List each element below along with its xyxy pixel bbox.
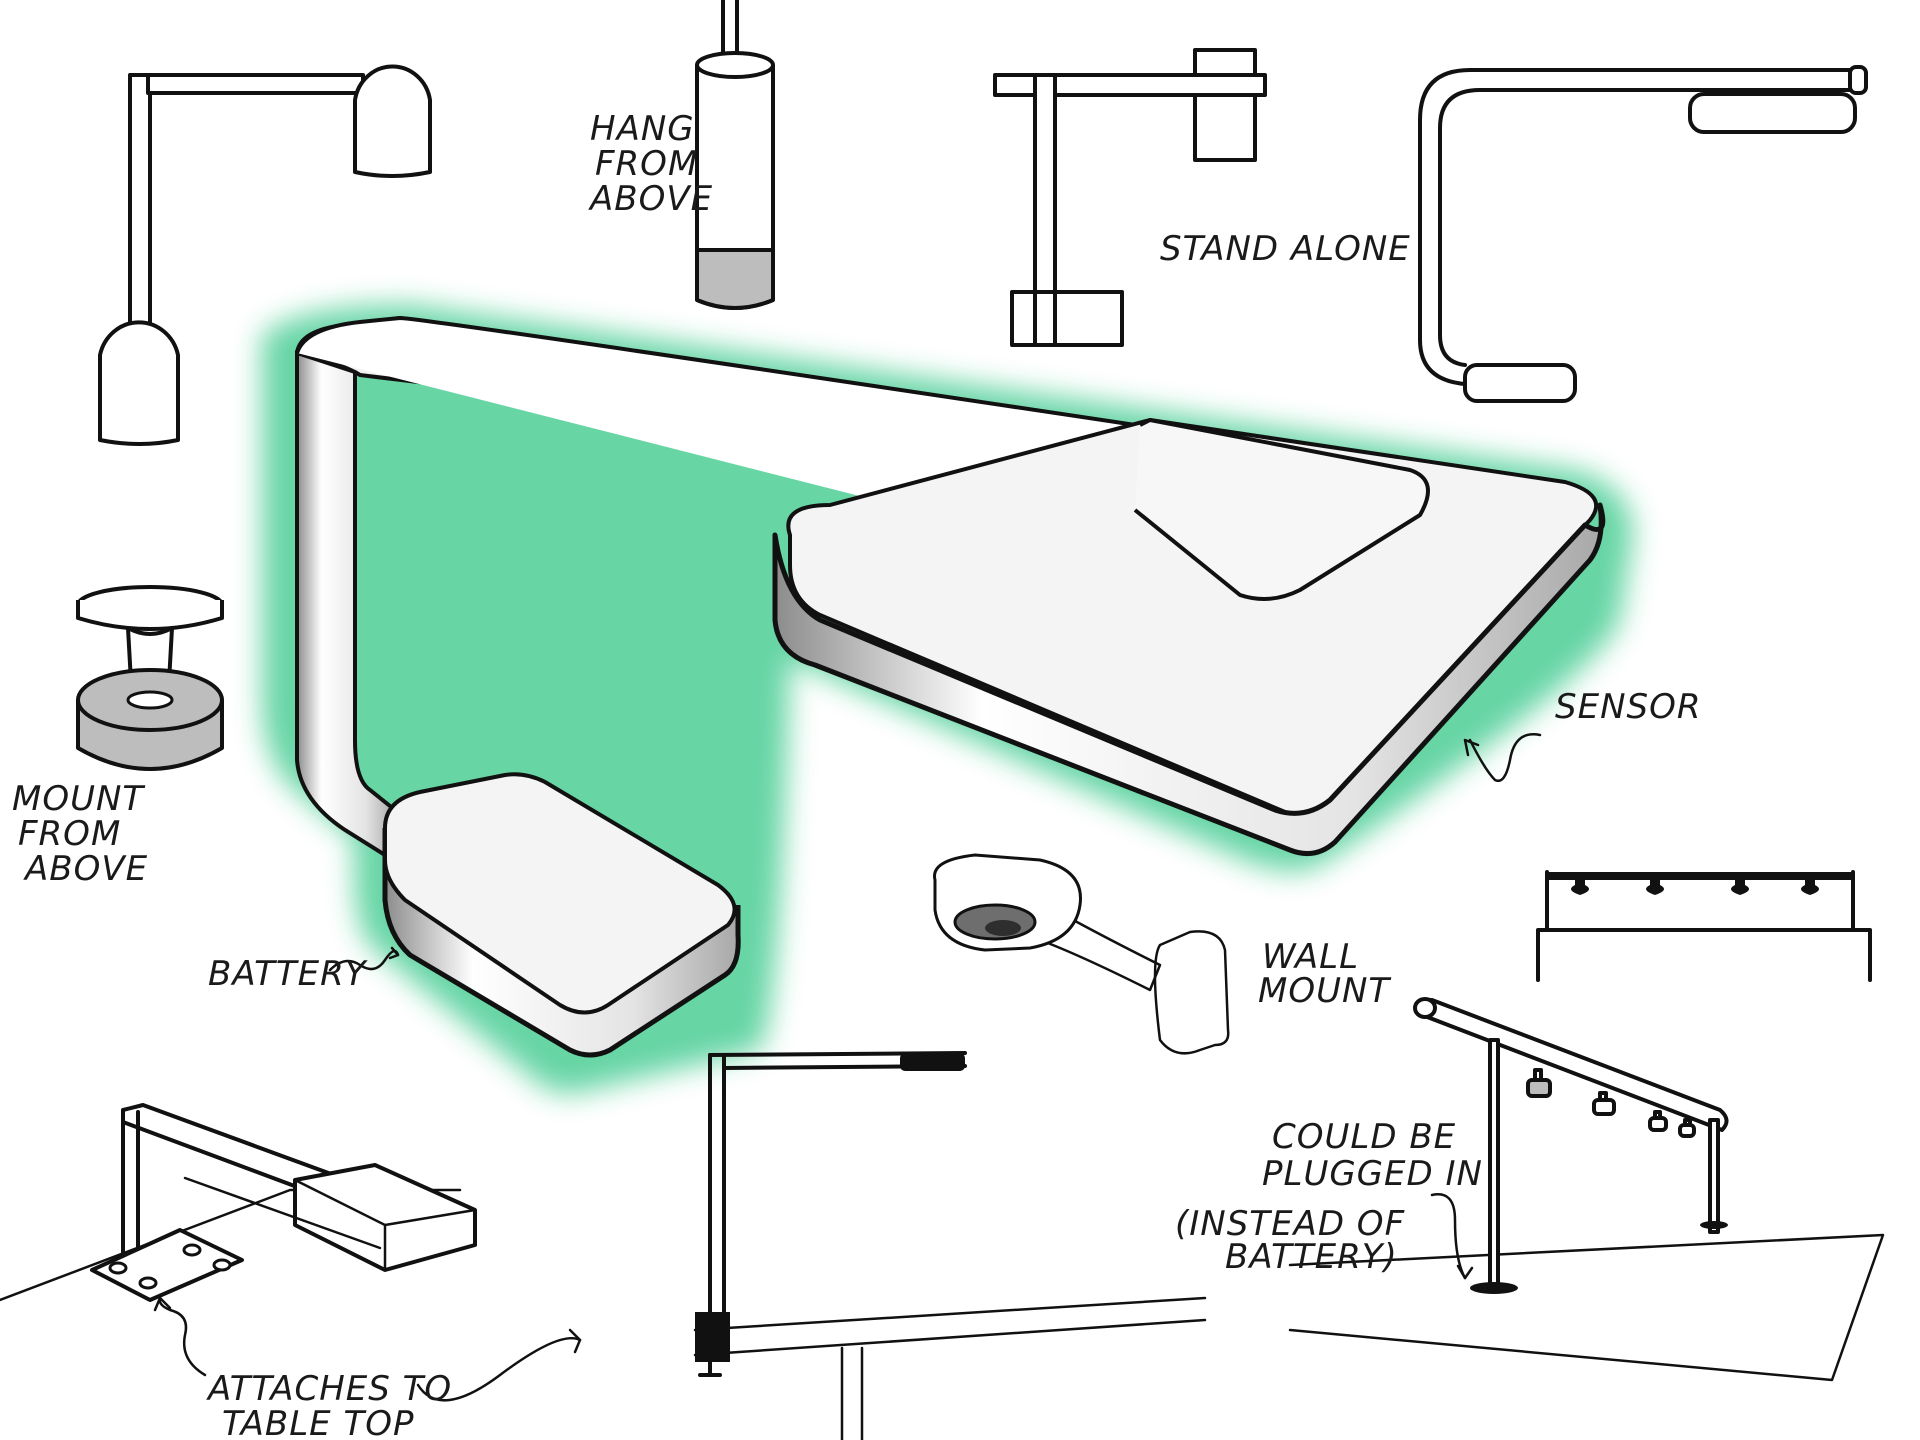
svg-text:(INSTEAD OF: (INSTEAD OF [1175,1204,1405,1244]
svg-text:FROM: FROM [595,144,698,184]
label-battery: BATTERY [208,954,368,994]
svg-text:PLUGGED IN: PLUGGED IN [1262,1154,1483,1194]
ceiling-mount-lamp-sketch [76,585,224,771]
label-sensor: SENSOR [1555,687,1701,727]
svg-text:MOUNT: MOUNT [1258,971,1391,1011]
label-attaches-to-table-top: ATTACHES TO TABLE TOP [206,1369,452,1440]
annotation-arrows [153,733,1542,1402]
svg-text:MOUNT: MOUNT [12,779,145,819]
pendant-lamp-sketch [695,0,775,310]
label-mount-from-above: MOUNT FROM ABOVE [12,779,148,889]
svg-text:BATTERY): BATTERY) [1225,1237,1398,1277]
wall-mount-sketch [933,853,1230,1055]
wall-arm-lamp-sketch [98,64,432,446]
track-lighting-sketch [1536,870,1872,982]
label-hang-from-above: HANG FROM ABOVE [588,109,713,219]
label-stand-alone: STAND ALONE [1160,229,1411,269]
floor-stand-sketch [1288,997,1885,1382]
svg-text:FROM: FROM [18,814,121,854]
table-attach-sketch [0,1103,477,1302]
label-wall-mount: WALL MOUNT [1258,937,1391,1011]
curved-arm-lamp-sketch [1418,65,1868,403]
desk-clamp-lamp-sketch [693,1051,1207,1440]
label-could-be-plugged-in: COULD BE PLUGGED IN [1262,1117,1483,1194]
svg-text:WALL: WALL [1262,937,1359,977]
svg-text:TABLE TOP: TABLE TOP [222,1404,415,1440]
label-instead-of-battery: (INSTEAD OF BATTERY) [1175,1204,1405,1277]
svg-text:COULD BE: COULD BE [1272,1117,1456,1157]
svg-text:ATTACHES TO: ATTACHES TO [206,1369,452,1409]
svg-text:ABOVE: ABOVE [23,849,148,889]
stand-alone-lamp-sketch [993,48,1267,347]
svg-text:HANG: HANG [590,109,695,149]
main-device-sketch [262,305,1633,1094]
svg-text:ABOVE: ABOVE [588,179,713,219]
